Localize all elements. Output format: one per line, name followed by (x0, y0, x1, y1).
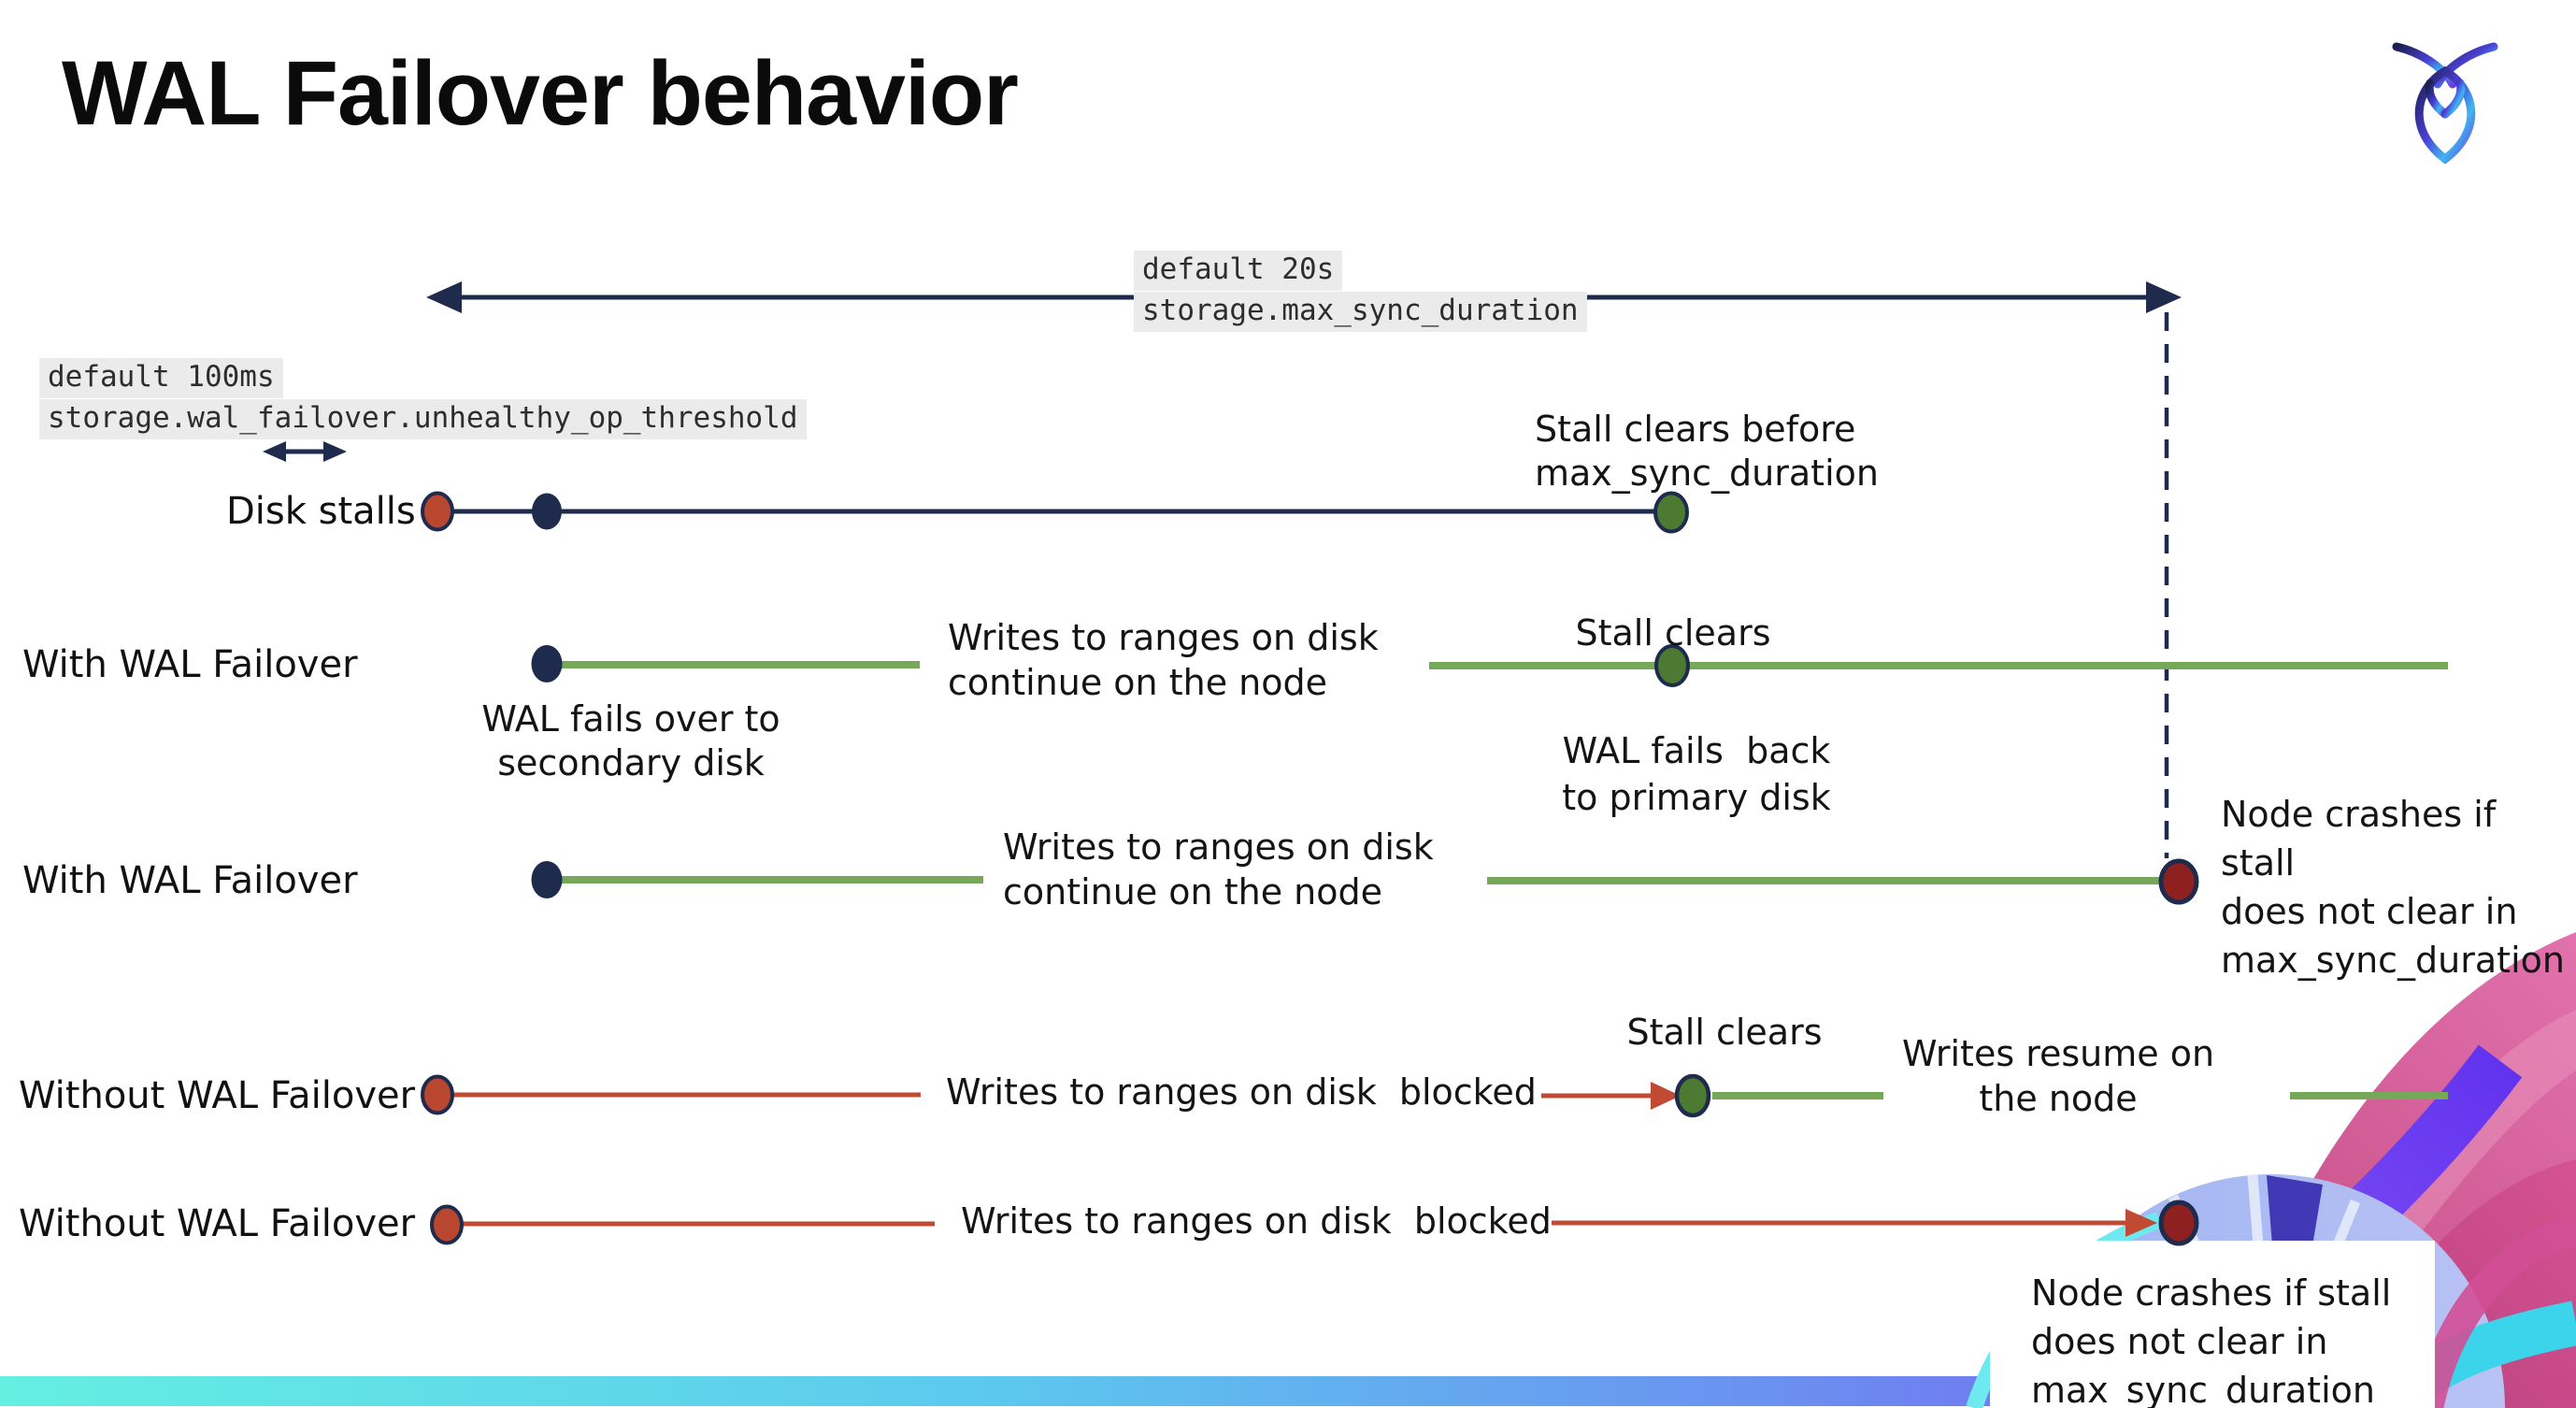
timeline-with-failover-1 (531, 644, 2448, 687)
wal-fails-over-line1: WAL fails over to (481, 698, 780, 740)
wal-fails-over-note: WAL fails over to secondary disk (444, 697, 818, 785)
crash-note-line2: does not clear in (2031, 1321, 2328, 1362)
node-crash-dot (2158, 858, 2199, 905)
writes-continue-1-line1: Writes to ranges on disk (948, 617, 1379, 658)
stall-clears-before-note: Stall clears before max_sync_duration (1535, 408, 1879, 496)
max-sync-annotation: default 20s storage.max_sync_duration (1134, 251, 1587, 333)
node-crash-dot (2158, 1200, 2199, 1246)
stall-start-dot (430, 1204, 464, 1245)
writes-continue-1-line2: continue on the node (948, 662, 1327, 703)
stall-clears-label-1: Stall clears (1575, 612, 1771, 654)
unhealthy-op-default-value: default 100ms (39, 358, 283, 398)
unhealthy-op-threshold-arrow (263, 441, 347, 462)
crash-note-line1: Node crashes if stall (2031, 1272, 2392, 1314)
wal-fails-back-line1: WAL fails back (1562, 730, 1831, 771)
row-label-without-failover-2: Without WAL Failover (19, 1202, 416, 1245)
cockroachdb-logo-icon (2392, 42, 2498, 165)
stall-start-dot (421, 491, 454, 532)
crash-note-top: Node crashes if stall does not clear in … (2221, 790, 2576, 984)
row-label-with-failover-1: With WAL Failover (22, 643, 358, 686)
unhealthy-op-annotation: default 100ms storage.wal_failover.unhea… (39, 358, 807, 440)
crash-callout-box: Node crashes if stall does not clear in … (1990, 1241, 2435, 1408)
stall-clears-dot (1653, 491, 1689, 534)
row-label-with-failover-2: With WAL Failover (22, 859, 358, 902)
stall-start-dot (421, 1074, 454, 1115)
threshold-dot (532, 493, 562, 530)
writes-continue-note-1: Writes to ranges on disk continue on the… (948, 615, 1379, 705)
row-label-without-failover-1: Without WAL Failover (19, 1074, 416, 1117)
stall-clears-dot (1674, 1073, 1711, 1118)
writes-resume-line1: Writes resume on (1902, 1033, 2215, 1074)
wal-fails-over-line2: secondary disk (497, 742, 765, 783)
page-title: WAL Failover behavior (62, 42, 1019, 144)
timeline-with-failover-2 (531, 858, 2199, 905)
crash-top-line1: Node crashes if stall (2221, 794, 2508, 884)
timeline-without-failover-2 (430, 1200, 2199, 1246)
stall-clears-before-line1: Stall clears before (1535, 409, 1856, 450)
stall-clears-label-2: Stall clears (1626, 1012, 1823, 1053)
crash-top-line3: max_sync_duration (2221, 940, 2565, 981)
row-label-disk-stalls: Disk stalls (226, 490, 416, 533)
timeline-without-failover-1 (421, 1073, 2448, 1118)
stall-clears-dot (1654, 644, 1690, 687)
writes-blocked-note-2: Writes to ranges on disk blocked (961, 1200, 1552, 1242)
writes-resume-note: Writes resume on the node (1902, 1031, 2214, 1121)
max-sync-default-value: default 20s (1134, 251, 1343, 291)
unhealthy-op-setting-name: storage.wal_failover.unhealthy_op_thresh… (39, 399, 807, 439)
writes-resume-line2: the node (1979, 1078, 2138, 1119)
failover-dot (531, 645, 563, 682)
writes-continue-2-line2: continue on the node (1003, 871, 1382, 912)
crash-top-line2: does not clear in (2221, 891, 2518, 932)
crash-note-line3: max_sync_duration (2031, 1370, 2375, 1408)
writes-continue-note-2: Writes to ranges on disk continue on the… (1003, 825, 1434, 914)
stall-clears-before-line2: max_sync_duration (1535, 453, 1879, 494)
timeline-disk-stalls (421, 491, 1689, 534)
failover-dot (531, 861, 563, 898)
writes-blocked-note-1: Writes to ranges on disk blocked (946, 1071, 1537, 1113)
wal-fails-back-note: WAL fails back to primary disk (1510, 727, 1883, 821)
wal-fails-back-line2: to primary disk (1562, 777, 1831, 818)
crash-note-bottom: Node crashes if stall does not clear in … (2031, 1269, 2435, 1408)
max-sync-setting-name: storage.max_sync_duration (1134, 292, 1587, 332)
writes-continue-2-line1: Writes to ranges on disk (1003, 826, 1434, 868)
